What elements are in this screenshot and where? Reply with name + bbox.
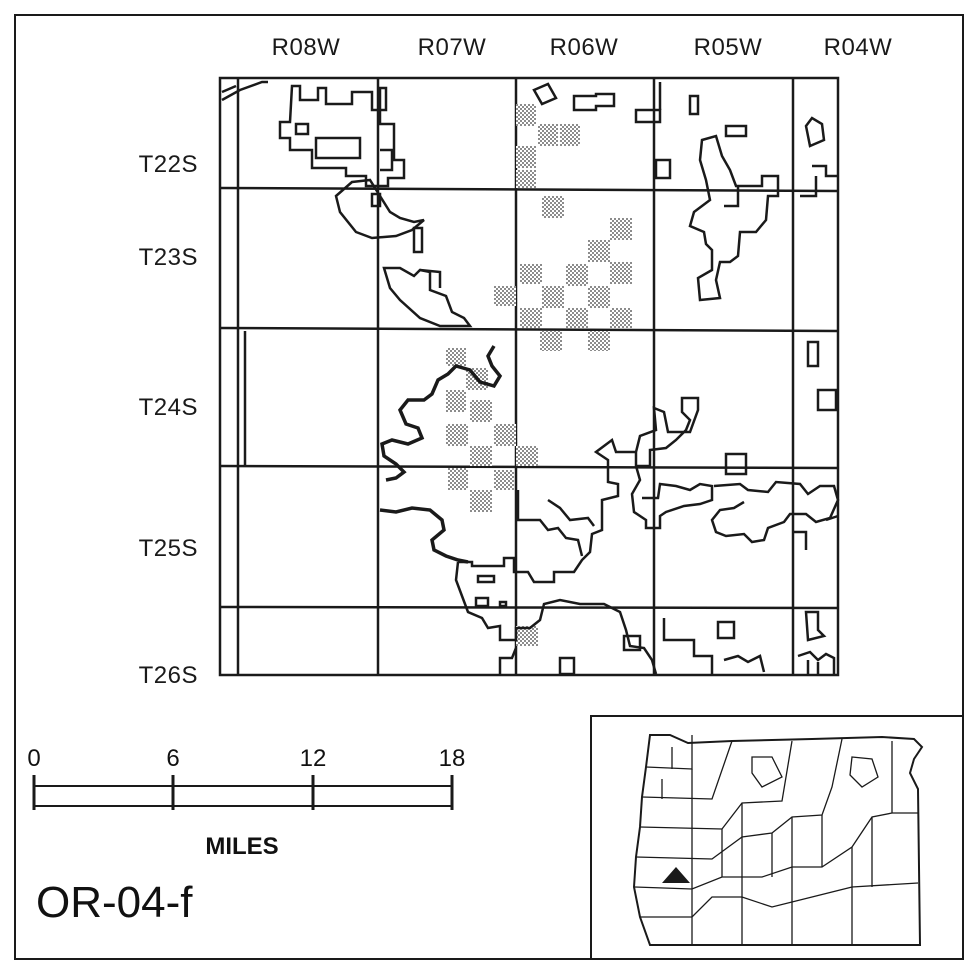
oregon-locator-map xyxy=(632,734,924,946)
map-frame xyxy=(14,14,964,960)
township-label-t22s: T22S xyxy=(138,151,198,178)
township-label-t26s: T26S xyxy=(138,662,198,689)
township-grid-lines xyxy=(219,78,839,675)
state-outline xyxy=(632,734,924,946)
locator-inset xyxy=(590,715,964,960)
scale-tick-6: 6 xyxy=(166,745,180,772)
township-label-t25s: T25S xyxy=(138,535,198,562)
map-id-label: OR-04-f xyxy=(36,878,193,927)
range-label-r07w: R07W xyxy=(417,34,487,61)
hatched-parcels xyxy=(446,104,632,646)
parcel-outlines xyxy=(221,80,840,676)
township-label-t24s: T24S xyxy=(138,394,198,421)
triangle-marker-icon xyxy=(662,867,690,883)
scale-units-label: MILES xyxy=(205,833,279,860)
range-label-r05w: R05W xyxy=(693,34,763,61)
range-label-r08w: R08W xyxy=(271,34,341,61)
range-label-r06w: R06W xyxy=(549,34,619,61)
range-label-r04w: R04W xyxy=(823,34,893,61)
scale-tick-12: 12 xyxy=(299,745,327,772)
scale-tick-0: 0 xyxy=(27,745,41,772)
township-label-t23s: T23S xyxy=(138,244,198,271)
scale-tick-18: 18 xyxy=(438,745,466,772)
